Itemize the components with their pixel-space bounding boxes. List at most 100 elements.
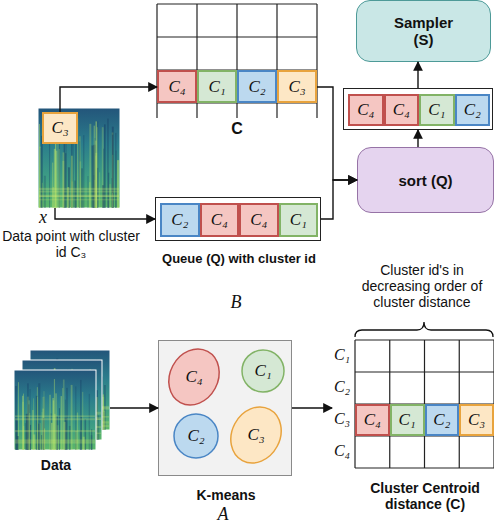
spectrogram-streak	[99, 172, 100, 208]
cluster-cell: C₄	[355, 404, 390, 436]
spectrogram-image	[38, 108, 120, 208]
cluster-blob: C₁	[241, 349, 285, 393]
kmeans-box: K-meansC₄C₁C₂C₃	[158, 340, 292, 476]
cluster-id: C₁	[399, 410, 416, 430]
cluster-blob: C₂	[173, 413, 219, 459]
row-label: C₁	[330, 346, 354, 364]
flow-arrow	[321, 180, 357, 219]
spectrogram-band	[39, 195, 119, 197]
sort-box: sort (Q)	[357, 147, 494, 213]
spectrogram-band	[39, 196, 119, 197]
node-label: Cluster Centroid distance (C)	[350, 480, 494, 512]
spectrogram-band	[15, 415, 95, 417]
grid-line	[355, 467, 494, 468]
cluster-cell: C₁	[197, 70, 237, 103]
spectrogram-streak	[79, 136, 81, 208]
cluster-id: C₁	[290, 210, 307, 230]
spectrogram-streak	[65, 142, 67, 208]
node-label: Queue (Q) with cluster id	[119, 251, 359, 266]
cluster-cell: C₄	[239, 203, 279, 237]
sampler-box: Sampler (S)	[356, 0, 491, 62]
panel-letter: B	[226, 292, 246, 313]
data-stack: Data	[14, 350, 110, 450]
spectrogram-streak	[43, 418, 45, 450]
cluster-id: C₄	[393, 100, 410, 120]
cluster-id: C₁	[428, 100, 445, 120]
cluster-cell: C₄	[384, 94, 420, 126]
spectrogram-streak	[54, 149, 56, 208]
spectrogram-streak	[74, 181, 75, 208]
spectrogram-band	[39, 191, 119, 193]
spectrogram-streak	[49, 141, 51, 208]
distance-matrix: CC₄C₁C₂C₃	[157, 4, 317, 118]
cluster-id: C₂	[187, 426, 204, 446]
cluster-id: C₄	[250, 210, 267, 230]
spectrogram-band	[15, 439, 95, 441]
cluster-id: C₃	[288, 77, 305, 97]
spectrogram-streak	[67, 187, 69, 208]
sorted-queue: C₄ C₄ C₁ C₂	[343, 88, 493, 130]
cluster-outline	[221, 398, 291, 472]
brace-note: Cluster id's in decreasing order of clus…	[350, 262, 494, 310]
spectrogram-streak	[64, 422, 66, 450]
flow-arrow	[292, 407, 332, 408]
cluster-id: C₁	[254, 361, 271, 381]
spectrogram-streak	[117, 160, 119, 208]
spectrogram-streak	[52, 163, 53, 208]
spectrogram-band	[39, 188, 119, 190]
spectrogram-streak	[83, 135, 84, 208]
flow-arrow	[417, 62, 418, 88]
cluster-blob: C₄	[167, 345, 221, 409]
spectrogram-streak	[51, 423, 53, 450]
cluster-id: C₂	[464, 100, 481, 120]
cluster-cell: C₃	[277, 70, 317, 103]
node-label: Data	[14, 457, 98, 473]
cluster-cell: C₂	[237, 70, 277, 103]
cluster-id: C₃	[247, 425, 264, 445]
caption-note: Data point with cluster id C₃	[0, 228, 142, 260]
row-label: C₂	[330, 378, 354, 396]
node-shape	[14, 350, 110, 450]
spectrogram-streak	[85, 419, 87, 450]
node-label: Sampler (S)	[386, 14, 462, 48]
spectrogram-streak	[108, 173, 109, 208]
spectrogram-streak	[39, 147, 41, 208]
spectrogram-streak	[59, 138, 60, 208]
cluster-id: C₁	[208, 77, 225, 97]
grid-line	[355, 339, 494, 340]
cluster-cell: C₁	[279, 203, 319, 237]
cluster-id: C₂	[171, 210, 188, 230]
cluster-outline	[242, 350, 284, 392]
cluster-cell: C₂	[425, 404, 460, 436]
cluster-id: C₄	[364, 410, 381, 430]
node-label: C	[157, 120, 317, 138]
cluster-cell: C₄	[348, 94, 384, 126]
spectrogram-streak	[16, 420, 18, 450]
spectrogram-streak	[94, 138, 96, 208]
cluster-blob: C₃	[229, 403, 283, 467]
cluster-id: C₂	[248, 77, 265, 97]
node-label: K-means	[159, 487, 293, 503]
spectrogram-streak	[107, 119, 109, 208]
row-label: C₃	[330, 410, 354, 428]
flow-arrow	[55, 208, 155, 219]
cluster-outline	[174, 414, 218, 458]
spectrogram-band	[15, 442, 95, 444]
grid-line	[355, 371, 494, 372]
cluster-cell: C₂	[455, 94, 491, 126]
cluster-cell: C₁	[390, 404, 425, 436]
cluster-id: C₃	[51, 118, 68, 138]
cluster-id: C₄	[211, 210, 228, 230]
spectrogram-streak	[39, 148, 41, 208]
spectrogram-streak	[68, 167, 70, 208]
cluster-id: C₄	[357, 100, 374, 120]
spectrogram-streak	[112, 135, 113, 208]
spectrogram-image	[14, 370, 96, 450]
grid-line	[157, 36, 317, 37]
spectrogram-streak	[41, 136, 43, 208]
cluster-cell: C₃	[42, 112, 78, 144]
cluster-cell: C₁	[419, 94, 455, 126]
cluster-id: C₃	[468, 410, 485, 430]
distance-matrix: Cluster Centroid distance (C)C₄C₁C₂C₃	[332, 340, 494, 468]
